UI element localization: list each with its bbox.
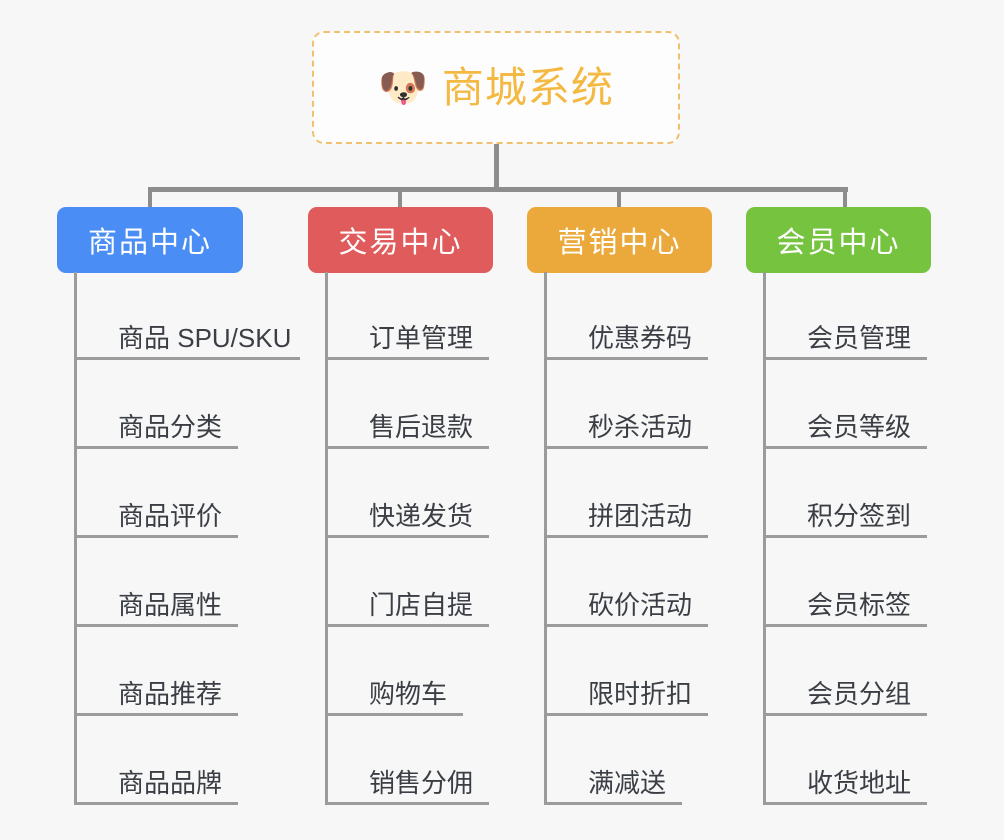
leaf-item-underline: [763, 446, 927, 449]
leaf-item-label: 限时折扣: [588, 679, 693, 710]
connector-drop-member-center: [843, 187, 847, 209]
leaf-item-underline: [74, 357, 300, 360]
leaf-item-label: 购物车: [369, 679, 448, 710]
leaf-item-underline: [763, 624, 927, 627]
leaf-item-label: 商品 SPU/SKU: [118, 323, 292, 354]
leaf-item[interactable]: 商品分类: [74, 360, 238, 449]
connector-drop-product-center: [148, 187, 152, 209]
connector-drop-trade-center: [398, 187, 402, 209]
leaf-item-underline: [325, 446, 489, 449]
leaf-item-underline: [544, 446, 708, 449]
leaf-item[interactable]: 砍价活动: [544, 538, 708, 627]
leaf-item-label: 满减送: [588, 768, 667, 799]
leaf-item-label: 会员标签: [807, 590, 912, 621]
leaf-item[interactable]: 积分签到: [763, 449, 927, 538]
leaf-trunk-line: [763, 272, 766, 805]
branch-header-label: 商品中心: [87, 227, 212, 259]
leaf-item-label: 商品分类: [118, 412, 223, 443]
leaf-item-underline: [544, 802, 682, 805]
leaf-item[interactable]: 拼团活动: [544, 449, 708, 538]
leaf-item-label: 会员分组: [807, 679, 912, 710]
branch-header-marketing-center[interactable]: 营销中心: [527, 207, 712, 273]
leaf-item-label: 拼团活动: [588, 501, 693, 532]
leaf-item-underline: [74, 624, 238, 627]
leaf-item-underline: [763, 357, 927, 360]
connector-drop-marketing-center: [617, 187, 621, 209]
leaf-item[interactable]: 会员等级: [763, 360, 927, 449]
leaf-item-underline: [74, 802, 238, 805]
leaf-item-underline: [544, 713, 708, 716]
leaf-item-label: 优惠券码: [588, 323, 693, 354]
leaf-item[interactable]: 收货地址: [763, 716, 927, 805]
root-title: 商城系统: [441, 63, 614, 111]
leaf-item-label: 砍价活动: [588, 590, 693, 621]
leaf-item-label: 收货地址: [807, 768, 912, 799]
leaf-item-label: 门店自提: [369, 590, 474, 621]
branch-header-product-center[interactable]: 商品中心: [57, 207, 243, 273]
leaf-item-label: 商品品牌: [118, 768, 223, 799]
leaf-item-label: 商品推荐: [118, 679, 223, 710]
leaf-item-label: 商品评价: [118, 501, 223, 532]
leaf-item[interactable]: 售后退款: [325, 360, 489, 449]
leaf-item-label: 订单管理: [369, 323, 474, 354]
leaf-item-underline: [325, 713, 463, 716]
branch-header-trade-center[interactable]: 交易中心: [308, 207, 493, 273]
leaf-item[interactable]: 优惠券码: [544, 271, 708, 360]
leaf-item[interactable]: 商品 SPU/SKU: [74, 271, 300, 360]
leaf-item[interactable]: 门店自提: [325, 538, 489, 627]
leaf-item-underline: [544, 357, 708, 360]
leaf-item[interactable]: 快递发货: [325, 449, 489, 538]
leaf-item-label: 积分签到: [807, 501, 912, 532]
leaf-trunk-line: [544, 272, 547, 805]
leaf-item-label: 售后退款: [369, 412, 474, 443]
leaf-item-underline: [325, 624, 489, 627]
leaf-item-label: 会员管理: [807, 323, 912, 354]
leaf-item-underline: [763, 802, 927, 805]
leaf-item[interactable]: 会员标签: [763, 538, 927, 627]
branch-header-label: 营销中心: [557, 227, 682, 259]
shiba-dog-face-icon: 🐶: [378, 65, 428, 110]
leaf-item[interactable]: 会员分组: [763, 627, 927, 716]
leaf-item-underline: [325, 802, 489, 805]
leaf-item-underline: [544, 535, 708, 538]
leaf-item-underline: [74, 713, 238, 716]
leaf-item-underline: [763, 535, 927, 538]
leaf-item[interactable]: 限时折扣: [544, 627, 708, 716]
branch-header-label: 交易中心: [338, 227, 463, 259]
leaf-item-underline: [544, 624, 708, 627]
leaf-item[interactable]: 商品属性: [74, 538, 238, 627]
leaf-item[interactable]: 满减送: [544, 716, 682, 805]
leaf-item[interactable]: 商品品牌: [74, 716, 238, 805]
leaf-item-underline: [74, 535, 238, 538]
leaf-item-label: 快递发货: [369, 501, 474, 532]
root-node-shop-system[interactable]: 🐶 商城系统: [312, 31, 680, 144]
leaf-item-label: 秒杀活动: [588, 412, 693, 443]
leaf-item-underline: [74, 446, 238, 449]
leaf-item[interactable]: 销售分佣: [325, 716, 489, 805]
connector-root-stem: [494, 144, 499, 191]
leaf-item-label: 商品属性: [118, 590, 223, 621]
leaf-item[interactable]: 会员管理: [763, 271, 927, 360]
leaf-item[interactable]: 商品推荐: [74, 627, 238, 716]
leaf-item-underline: [325, 535, 489, 538]
leaf-item-label: 会员等级: [807, 412, 912, 443]
leaf-item[interactable]: 商品评价: [74, 449, 238, 538]
connector-horizontal-bus: [148, 187, 848, 192]
leaf-item-label: 销售分佣: [369, 768, 474, 799]
leaf-item[interactable]: 订单管理: [325, 271, 489, 360]
leaf-item[interactable]: 购物车: [325, 627, 463, 716]
leaf-item-underline: [763, 713, 927, 716]
leaf-item-underline: [325, 357, 489, 360]
leaf-trunk-line: [325, 272, 328, 805]
branch-header-member-center[interactable]: 会员中心: [746, 207, 931, 273]
leaf-trunk-line: [74, 272, 77, 805]
branch-header-label: 会员中心: [776, 227, 901, 259]
leaf-item[interactable]: 秒杀活动: [544, 360, 708, 449]
